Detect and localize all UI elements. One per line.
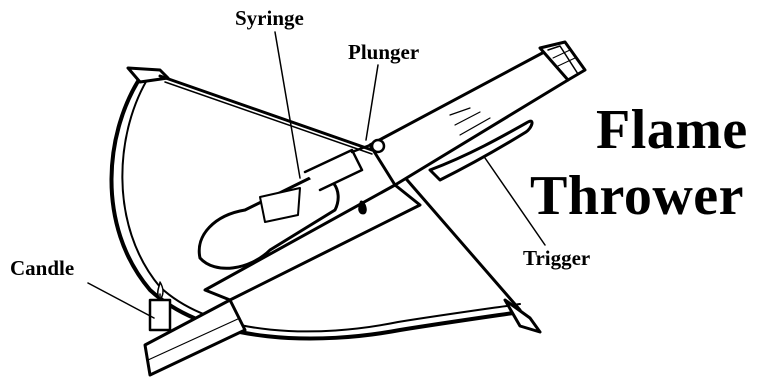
plunger-label: Plunger [348,42,419,63]
syringe-leader [275,32,300,178]
syringe-label: Syringe [235,8,304,29]
title-line-flame: Flame [596,102,748,158]
candle [150,282,170,330]
title-line-thrower: Thrower [530,168,744,224]
plunger-leader [366,65,378,140]
trigger-label: Trigger [523,248,590,269]
candle-leader [88,283,154,318]
candle-label: Candle [10,258,74,279]
